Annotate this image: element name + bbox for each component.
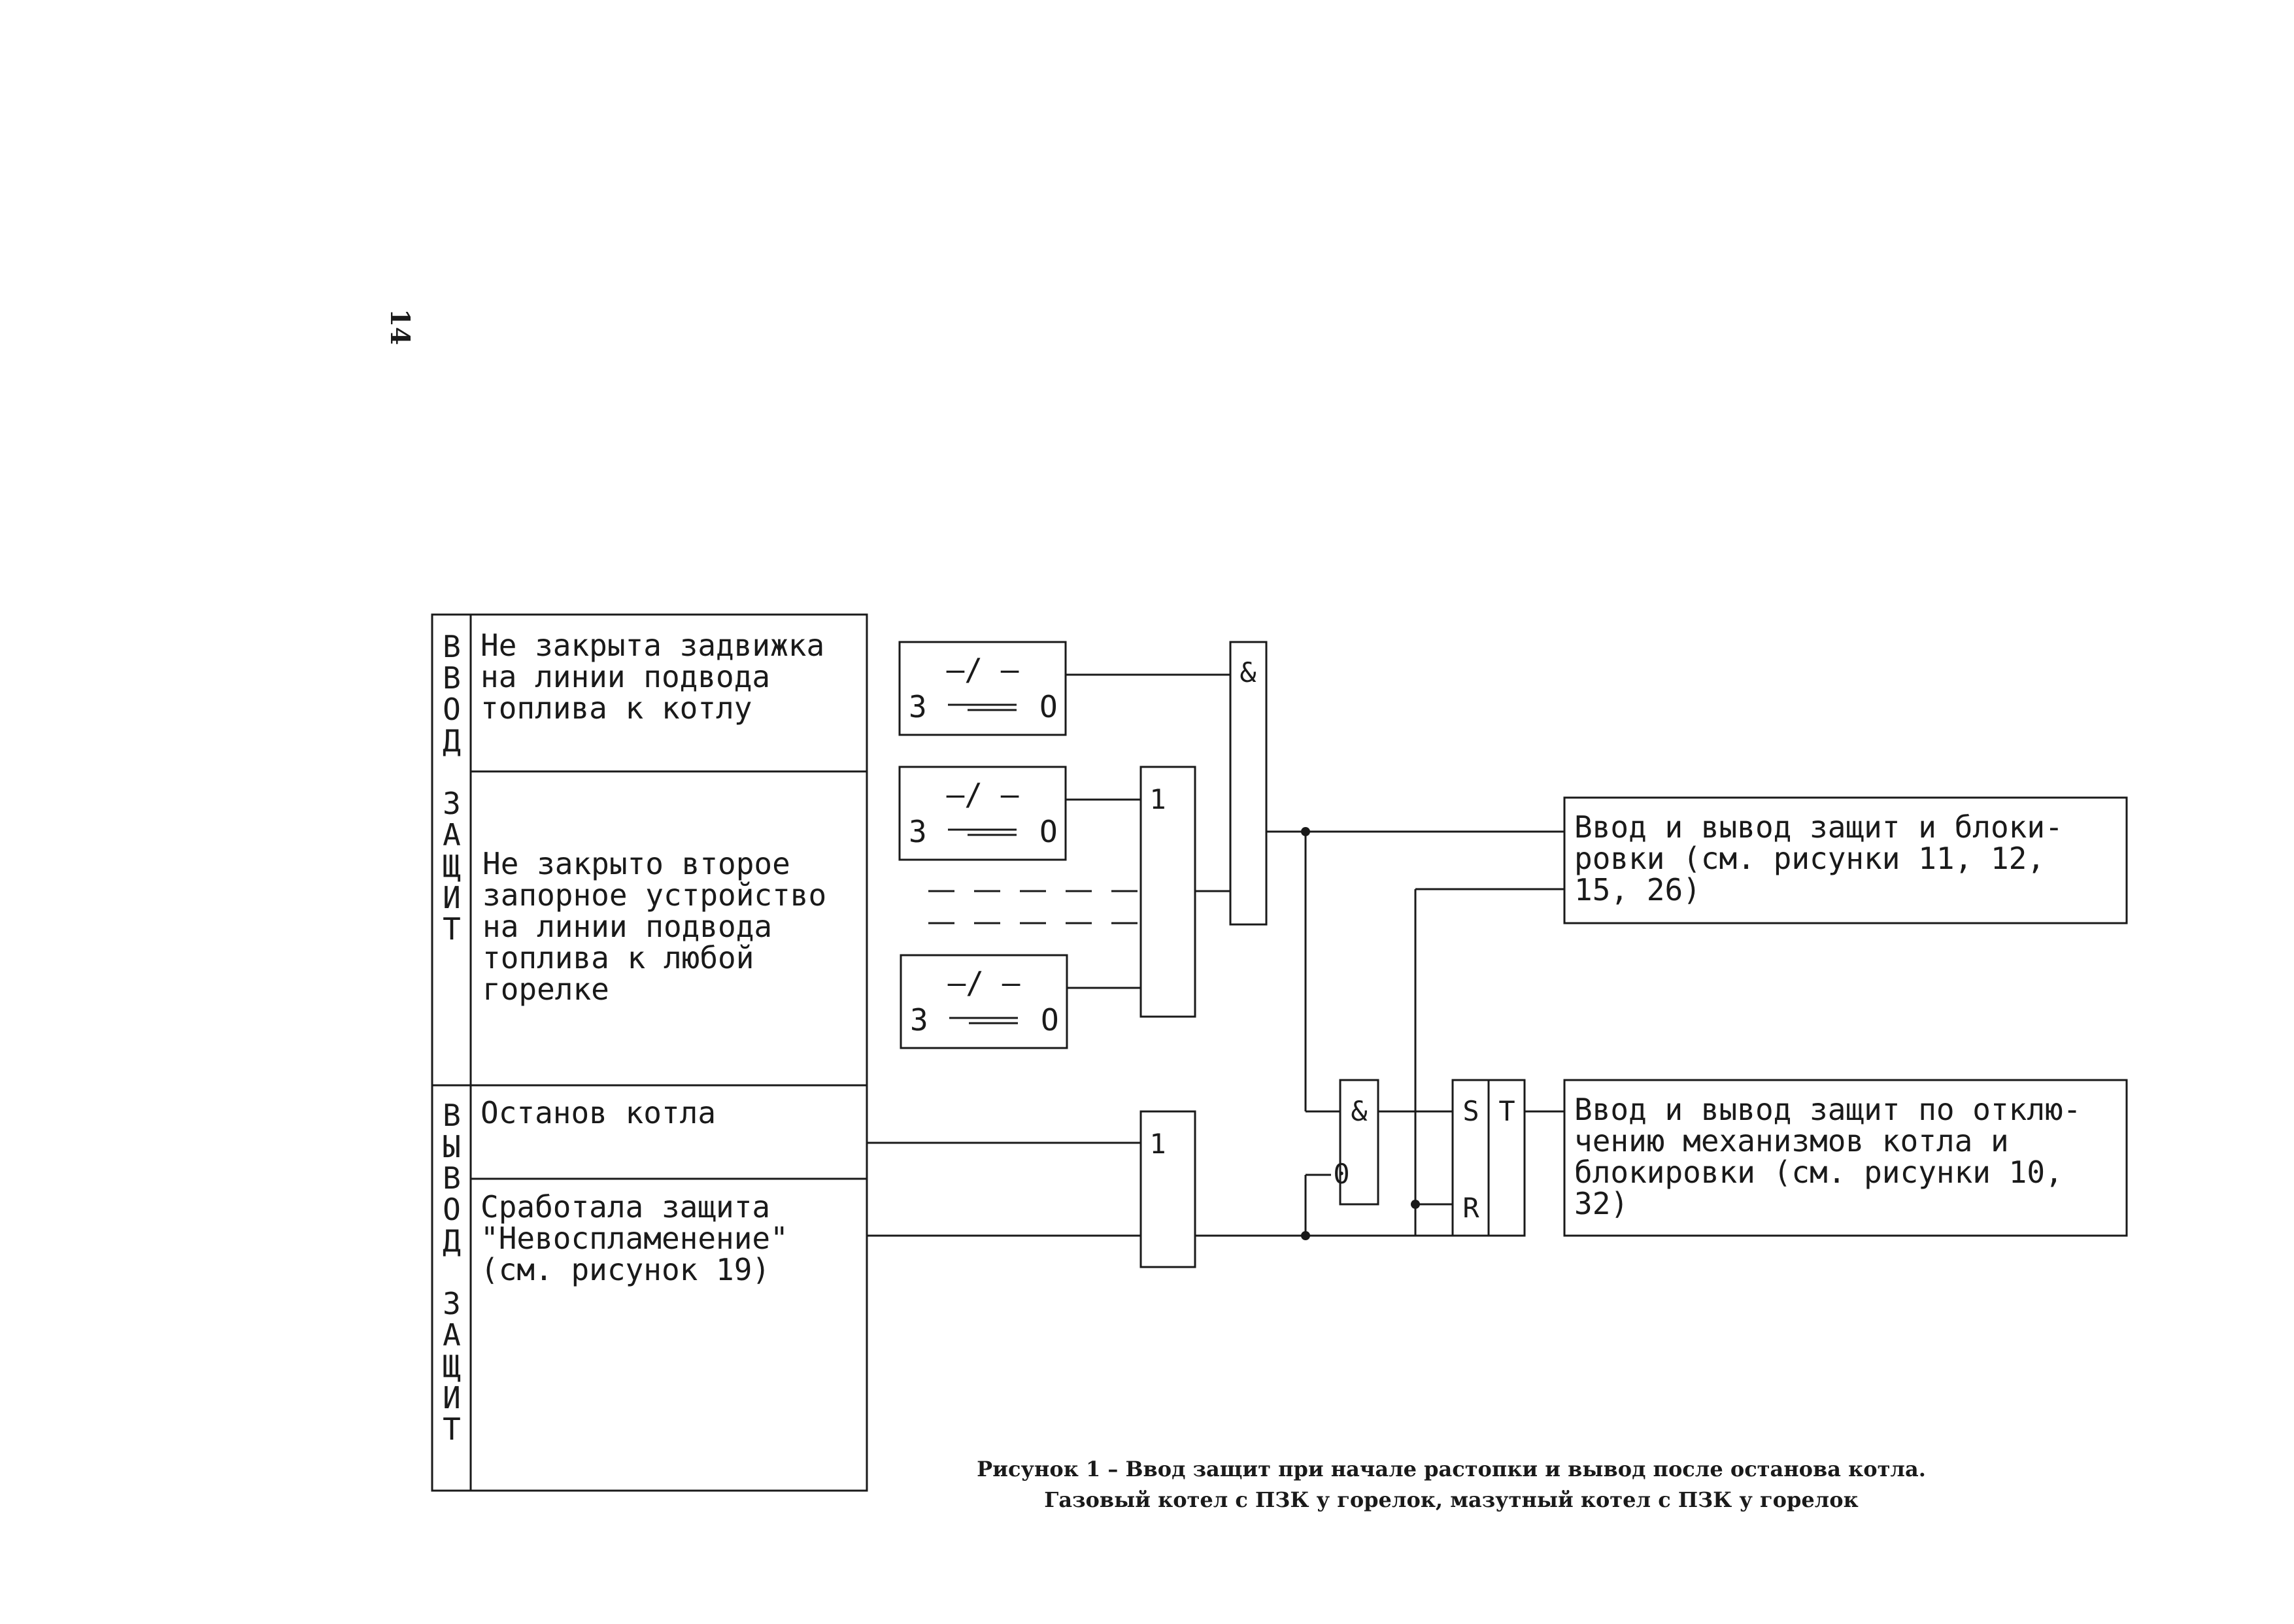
enable-letter: Щ — [443, 849, 461, 884]
condition-line: топлива к любой — [482, 940, 754, 975]
enable-letter: Т — [443, 911, 461, 947]
switch-closed-label: З — [909, 689, 927, 724]
trigger-set-label: S — [1462, 1095, 1479, 1127]
condition-line: Не закрыто второе — [482, 846, 790, 881]
condition-ignition-failure: Сработала защита "Невоспламенение" (см. … — [481, 1189, 788, 1287]
condition-line: Останов котла — [481, 1095, 716, 1130]
output-line: Ввод и вывод защит по отклю- — [1574, 1092, 2081, 1127]
disable-letter: О — [443, 1192, 461, 1227]
condition-second-device-not-closed: Не закрыто второе запорное устройство на… — [482, 846, 826, 1007]
wiring — [867, 673, 1564, 1240]
output-line: Ввод и вывод защит и блоки- — [1574, 809, 2063, 845]
valve-switch-3: —/ — З О — [900, 954, 1068, 1049]
enable-letter: И — [443, 880, 461, 915]
condition-line: Не закрыта задвижка — [481, 628, 824, 663]
output-line: чению механизмов котла и — [1574, 1123, 2009, 1159]
figure-caption: Рисунок 1 – Ввод защит при начале растоп… — [977, 1457, 1926, 1512]
enable-letter: З — [443, 786, 461, 821]
page-number: 14 — [384, 309, 415, 345]
condition-line: на линии подвода — [482, 909, 772, 944]
switch-open-label: О — [1039, 689, 1058, 724]
caption-line: Газовый котел с ПЗК у горелок, мазутный … — [1044, 1487, 1858, 1512]
and-gate-label: & — [1240, 656, 1257, 688]
output-box-mechanism-shutdown: Ввод и вывод защит по отклю- чению механ… — [1563, 1079, 2128, 1237]
and-gate-bottom: & 0 — [1333, 1079, 1379, 1206]
enable-letter: В — [443, 660, 461, 696]
additional-burners-dashes — [928, 890, 1141, 924]
output-line: ровки (см. рисунки 11, 12, — [1574, 841, 2045, 876]
or-gate-bottom: 1 — [1139, 1110, 1196, 1268]
enable-letter: О — [443, 692, 461, 727]
trigger-t-label: T — [1498, 1095, 1515, 1127]
switch-open-label: О — [1041, 1002, 1059, 1038]
condition-line: "Невоспламенение" — [481, 1221, 788, 1256]
or-gate-label: 1 — [1149, 1128, 1166, 1160]
disable-letter: Щ — [443, 1349, 461, 1384]
caption-line: Рисунок 1 – Ввод защит при начале растоп… — [977, 1457, 1926, 1481]
output-line: 15, 26) — [1574, 872, 1701, 907]
enable-letter: А — [443, 817, 461, 853]
disable-letter: В — [443, 1098, 461, 1133]
disable-protections-label: В Ы В О Д З А Щ И Т — [443, 1098, 461, 1447]
condition-line: горелке — [482, 972, 609, 1007]
disable-letter: Ы — [443, 1129, 461, 1164]
sr-trigger: S R T — [1451, 1079, 1526, 1237]
output-line: 32) — [1574, 1186, 1628, 1221]
switch-symbol: —/ — — [947, 652, 1019, 687]
condition-line: запорное устройство — [482, 877, 826, 913]
valve-switch-2: —/ — З О — [898, 766, 1067, 861]
condition-line: топлива к котлу — [481, 690, 752, 726]
disable-letter: В — [443, 1160, 461, 1196]
disable-letter: А — [443, 1317, 461, 1353]
trigger-reset-label: R — [1462, 1192, 1479, 1224]
enable-letter: Д — [443, 723, 461, 758]
or-gate-label: 1 — [1149, 783, 1166, 815]
condition-line: (см. рисунок 19) — [481, 1252, 770, 1287]
left-panel — [431, 613, 868, 1492]
inverted-input-label: 0 — [1333, 1158, 1349, 1190]
or-gate-middle: 1 — [1139, 766, 1196, 1018]
switch-closed-label: З — [909, 814, 927, 849]
disable-letter: Д — [443, 1223, 461, 1259]
disable-letter: З — [443, 1286, 461, 1321]
condition-valve-not-closed: Не закрыта задвижка на линии подвода топ… — [481, 628, 824, 726]
enable-letter: В — [443, 629, 461, 664]
switch-open-label: О — [1039, 814, 1058, 849]
and-gate-top: & — [1229, 641, 1268, 926]
enable-protections-label: В В О Д З А Щ И Т — [443, 629, 461, 947]
switch-symbol: —/ — — [947, 777, 1019, 812]
valve-switch-1: —/ — З О — [898, 641, 1067, 736]
condition-line: на линии подвода — [481, 659, 770, 694]
and-gate-label: & — [1351, 1095, 1368, 1127]
output-line: блокировки (см. рисунки 10, — [1574, 1155, 2063, 1190]
output-box-protections-interlocks: Ввод и вывод защит и блоки- ровки (см. р… — [1563, 796, 2128, 924]
switch-closed-label: З — [910, 1002, 928, 1038]
disable-letter: И — [443, 1380, 461, 1415]
condition-boiler-stop: Останов котла — [481, 1095, 716, 1130]
switch-symbol: —/ — — [948, 965, 1020, 1000]
condition-line: Сработала защита — [481, 1189, 770, 1225]
disable-letter: Т — [443, 1412, 461, 1447]
